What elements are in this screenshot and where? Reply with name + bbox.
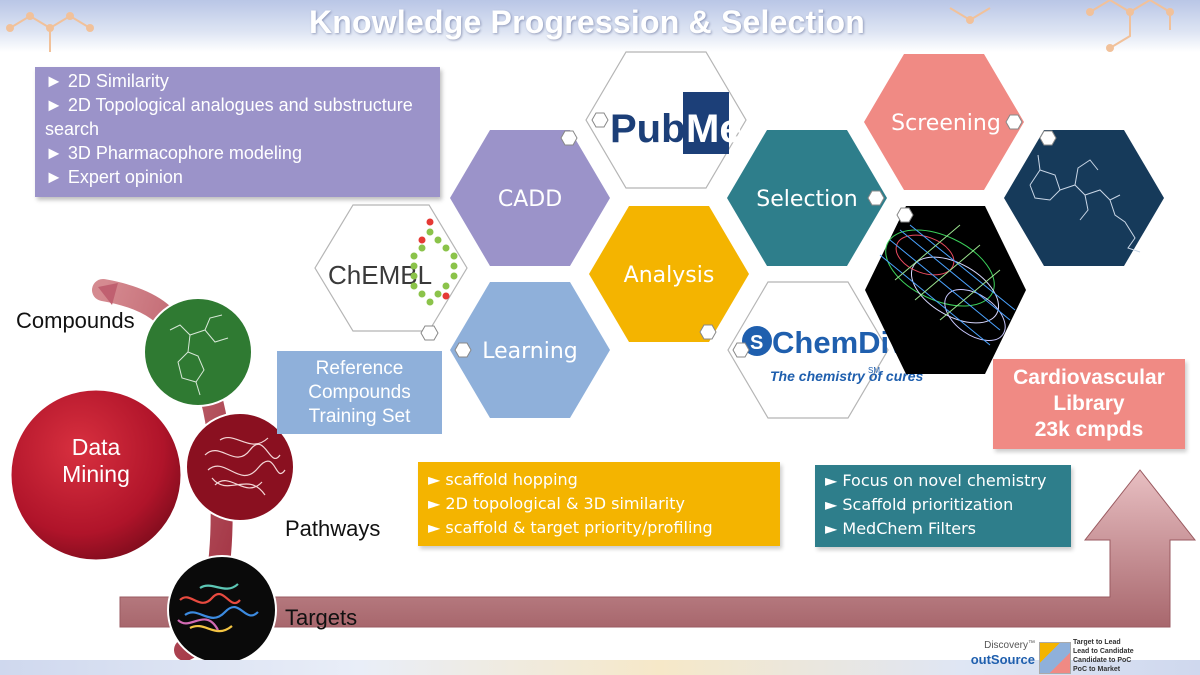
reference-compounds-text: Reference Compounds Training Set <box>308 357 411 427</box>
logo-mark-icon <box>1039 642 1071 674</box>
methods-item: ► Expert opinion <box>45 167 183 187</box>
library-title: Cardiovascular <box>1013 366 1165 389</box>
library-subtitle: Library <box>1053 392 1125 415</box>
chemdiv-logo-text: ChemDiv <box>772 325 907 360</box>
teal-item: ► MedChem Filters <box>825 519 976 538</box>
hex-screening: Screening <box>864 54 1024 190</box>
logo-step: PoC to Market <box>1073 666 1121 673</box>
target-protein-icon <box>177 583 259 633</box>
discovery-outsource-logo: Discovery™ outSource Target to Lead Lead… <box>955 638 1195 674</box>
library-count: 23k cmpds <box>1034 418 1144 441</box>
logo-step: Candidate to PoC <box>1073 657 1132 664</box>
data-mining-label: Data Mining <box>36 434 156 488</box>
pathways-circle <box>185 412 295 522</box>
logo-brand-top: Discovery™ <box>984 640 1035 651</box>
targets-circle <box>167 555 277 665</box>
hex-cadd: CADD <box>450 130 610 266</box>
hex-chemdiv: S ChemDiv The chemistry of cures SM <box>727 281 923 419</box>
screening-label: Screening <box>891 111 1001 136</box>
pathways-label: Pathways <box>285 516 381 541</box>
yellow-item: ► 2D topological & 3D similarity <box>428 494 685 513</box>
compounds-circle <box>143 297 253 407</box>
teal-item: ► Focus on novel chemistry <box>825 471 1047 490</box>
learning-label: Learning <box>482 339 578 364</box>
selection-label: Selection <box>756 187 857 212</box>
hex-pubmed: Pub Med <box>585 51 766 189</box>
logo-brand-bottom: outSource <box>970 652 1035 667</box>
teal-filters-box: ► Focus on novel chemistry ► Scaffold pr… <box>815 465 1071 547</box>
methods-item: ► 2D Topological analogues and substruct… <box>45 95 413 139</box>
methods-box: ► 2D Similarity ► 2D Topological analogu… <box>35 67 440 197</box>
data-mining-circle <box>8 387 184 563</box>
hex-chembl: ChEMBL <box>314 204 468 341</box>
logo-step: Lead to Candidate <box>1073 648 1134 655</box>
footer-band <box>0 660 1200 675</box>
methods-item: ► 3D Pharmacophore modeling <box>45 143 302 163</box>
svg-text:S: S <box>750 332 763 354</box>
analysis-label: Analysis <box>624 263 715 288</box>
hex-selection: Selection <box>727 130 887 266</box>
svg-text:SM: SM <box>868 366 880 375</box>
logo-step: Target to Lead <box>1073 639 1121 646</box>
compound-structure-icon <box>169 314 229 396</box>
hexagon-pattern-decoration <box>6 0 1174 52</box>
mesh-surface-icon <box>879 224 1016 346</box>
cadd-label: CADD <box>498 187 562 212</box>
logo-steps: Target to Lead Lead to Candidate Candida… <box>1073 638 1193 674</box>
pubmed-logo-box <box>683 92 729 154</box>
teal-item: ► Scaffold prioritization <box>825 495 1014 514</box>
hex-molecule-structure <box>1004 130 1164 266</box>
pubmed-logo-pub: Pub <box>610 107 686 151</box>
ribbon <box>92 279 233 661</box>
header-band <box>0 0 1200 52</box>
data-mining-text: Data Mining <box>62 434 130 487</box>
yellow-item: ► scaffold hopping <box>428 470 578 489</box>
yellow-methods-box: ► scaffold hopping ► 2D topological & 3D… <box>418 462 780 546</box>
hex-analysis: Analysis <box>589 206 749 342</box>
chemdiv-tagline: The chemistry of cures <box>770 368 923 384</box>
pubmed-logo-med: Med <box>686 107 766 151</box>
chemdiv-logo-icon <box>742 326 772 356</box>
reference-compounds-box: Reference Compounds Training Set <box>277 351 442 434</box>
protein-ribbon-icon <box>204 437 286 496</box>
yellow-item: ► scaffold & target priority/profiling <box>428 518 713 537</box>
hex-molecular-surface <box>865 206 1026 374</box>
molecule-icon <box>1029 154 1141 253</box>
targets-label: Targets <box>285 605 358 630</box>
page-title: Knowledge Progression & Selection <box>308 4 866 40</box>
compounds-label: Compounds <box>16 308 135 333</box>
hex-learning: Learning <box>450 282 610 418</box>
chembl-dots-icon <box>410 228 458 306</box>
cardiovascular-library-box: Cardiovascular Library 23k cmpds <box>993 359 1185 449</box>
methods-item: ► 2D Similarity <box>45 71 169 91</box>
ribbon-tip <box>98 283 118 305</box>
